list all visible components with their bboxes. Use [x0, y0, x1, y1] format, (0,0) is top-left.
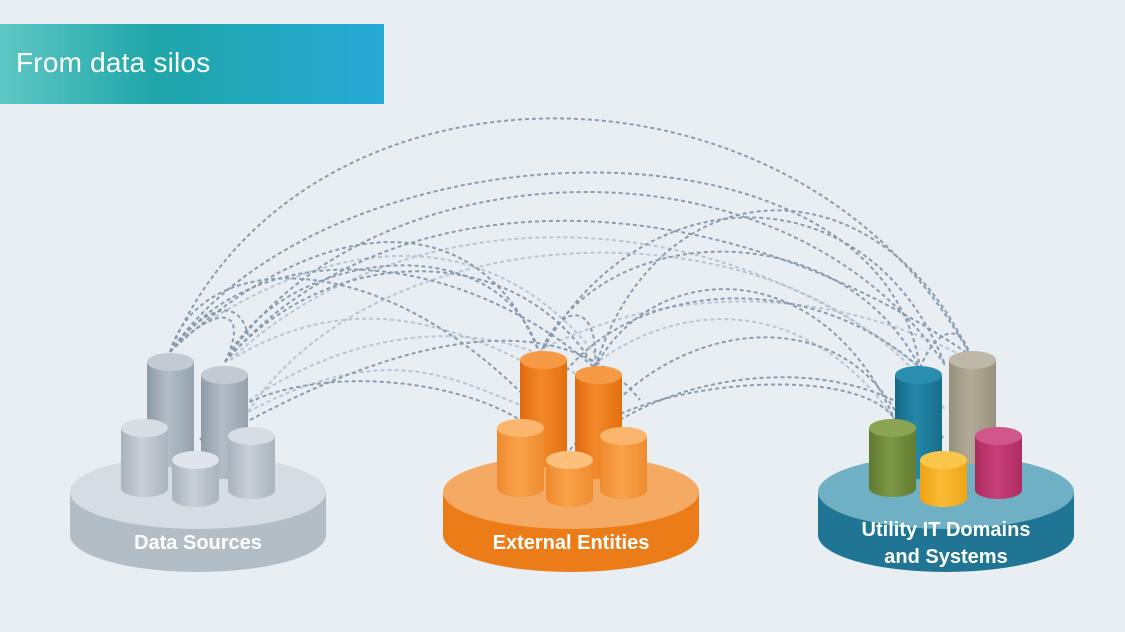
- data-sources-silo: Data Sources: [70, 353, 326, 572]
- external-entities-silo: External Entities: [443, 351, 699, 572]
- group-label-line-1: Utility IT Domains: [862, 519, 1031, 541]
- title-banner: From data silos: [0, 24, 384, 104]
- database-icon: [228, 427, 275, 500]
- database-icon: [497, 419, 544, 497]
- database-icon: [920, 451, 967, 507]
- connection-lines: [169, 117, 971, 451]
- database-icon: [121, 419, 168, 497]
- page-title: From data silos: [16, 47, 211, 78]
- database-icon: [546, 451, 593, 507]
- group-label: Data Sources: [134, 532, 262, 554]
- group-label: External Entities: [493, 532, 650, 554]
- group-label-line-2: and Systems: [884, 546, 1007, 568]
- database-icon: [975, 427, 1022, 500]
- database-icon: [869, 419, 916, 497]
- database-icon: [600, 427, 647, 500]
- utility-it-silo: Utility IT Domains and Systems: [818, 351, 1074, 572]
- database-icon: [172, 451, 219, 507]
